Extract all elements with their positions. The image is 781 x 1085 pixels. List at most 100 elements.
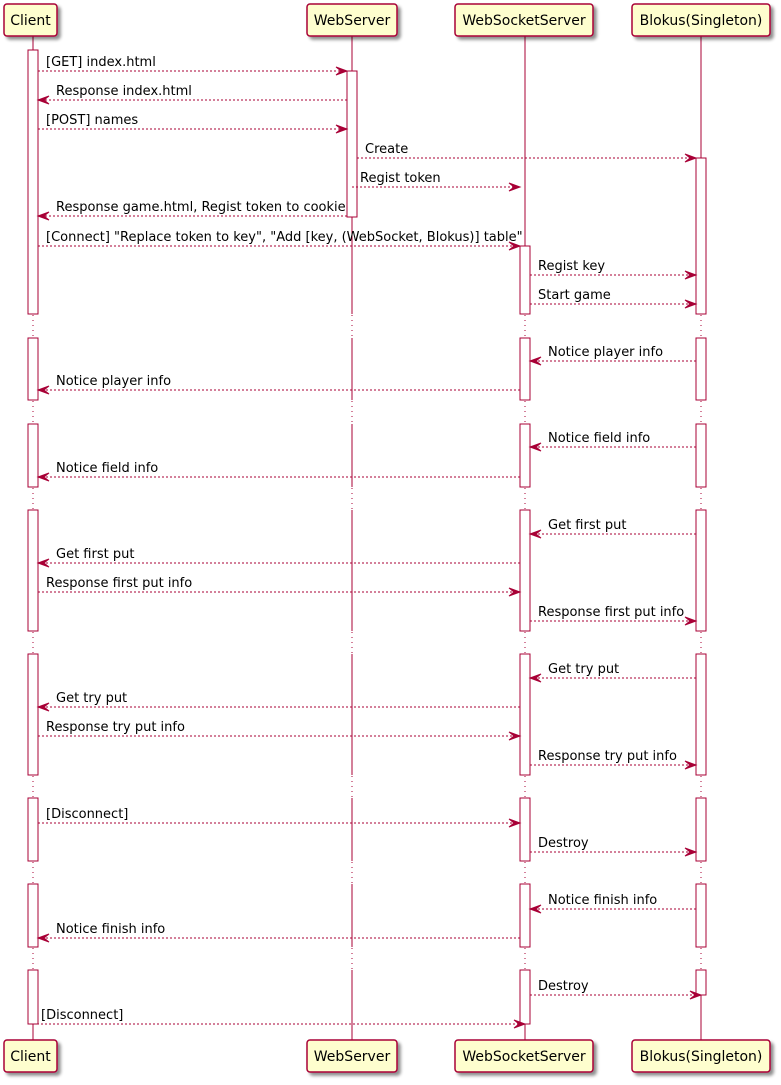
activation-websocketserver (519, 653, 531, 776)
participant-label: WebServer (314, 1049, 391, 1065)
message-label: Response try put info (46, 720, 185, 735)
message: Notice field info (36, 461, 520, 482)
activation-blokus (695, 337, 707, 401)
participant-label: Blokus(Singleton) (640, 13, 763, 29)
message-label: [POST] names (46, 113, 138, 128)
participant-blokus: Blokus(Singleton) (631, 1039, 771, 1073)
arrowhead (36, 933, 50, 943)
participant-label: Blokus(Singleton) (640, 1049, 763, 1065)
message: [Disconnect] (33, 1008, 527, 1029)
message-label: Notice finish info (56, 922, 165, 937)
participant-label: WebSocketServer (462, 13, 586, 29)
message-label: [Connect] "Replace token to key", "Add [… (46, 230, 523, 245)
message: Get first put (36, 547, 520, 568)
activation-blokus (695, 157, 707, 315)
activation-websocketserver (519, 245, 531, 315)
activation-client (27, 337, 39, 401)
participant-label: Client (10, 1049, 51, 1065)
message: Start game (530, 288, 698, 309)
activation-blokus (695, 423, 707, 488)
arrowhead (508, 587, 522, 597)
arrowhead (36, 95, 50, 105)
delay-gap (0, 314, 781, 338)
message-label: Response index.html (56, 84, 192, 99)
message: Get try put (528, 662, 696, 683)
arrowhead (684, 299, 698, 309)
message-label: Response game.html, Regist token to cook… (56, 200, 346, 215)
arrowhead (684, 153, 698, 163)
arrowhead (528, 673, 542, 683)
arrowhead (513, 1019, 527, 1029)
activation-blokus (695, 797, 707, 862)
message-label: Create (365, 142, 408, 157)
message-label: Destroy (538, 979, 589, 994)
activation-websocketserver (519, 969, 531, 1025)
participant-webserver: WebServer (306, 1039, 398, 1073)
delay-gap (0, 947, 781, 970)
participant-blokus: Blokus(Singleton) (631, 3, 771, 37)
activation-blokus (695, 883, 707, 948)
message: Response try put info (530, 749, 698, 770)
message-label: Response first put info (46, 576, 192, 591)
arrowhead (36, 211, 50, 221)
arrowhead (335, 66, 349, 76)
delays (0, 314, 781, 970)
participant-label: WebServer (314, 13, 391, 29)
delay-dots (32, 315, 702, 969)
message-label: Notice player info (56, 374, 171, 389)
activations (27, 49, 707, 1025)
arrowhead (508, 731, 522, 741)
activation-client (27, 423, 39, 488)
activation-client (27, 653, 39, 776)
participant-client: Client (3, 1039, 58, 1073)
message: Notice finish info (36, 922, 520, 943)
message: Notice player info (528, 345, 696, 366)
message: [POST] names (38, 113, 349, 134)
arrowhead (528, 904, 542, 914)
arrowhead (36, 385, 50, 395)
message: Notice player info (36, 374, 520, 395)
activation-client (27, 49, 39, 315)
message-label: Regist key (538, 259, 605, 274)
arrowhead (689, 990, 703, 1000)
activation-client (27, 883, 39, 948)
message-label: Response try put info (538, 749, 677, 764)
arrowhead (36, 558, 50, 568)
activation-client (27, 797, 39, 862)
message: [Connect] "Replace token to key", "Add [… (38, 230, 523, 251)
arrowhead (508, 182, 522, 192)
message: Response first put info (38, 576, 522, 597)
activation-websocketserver (519, 423, 531, 488)
message: Regist token (352, 171, 522, 192)
participants-top: Client WebServer WebSocketServer Blokus(… (3, 3, 771, 37)
message-label: Notice field info (548, 431, 650, 446)
message: Response first put info (530, 605, 698, 626)
participant-label: WebSocketServer (462, 1049, 586, 1065)
message: Notice finish info (528, 893, 696, 914)
activation-blokus (695, 969, 707, 996)
arrowhead (508, 241, 522, 251)
activation-websocketserver (519, 797, 531, 862)
message: Get try put (36, 691, 520, 712)
delay-gap (0, 400, 781, 424)
message: Create (357, 142, 698, 163)
arrowhead (528, 442, 542, 452)
activation-client (27, 969, 39, 1025)
activation-webserver (346, 70, 358, 218)
message-label: Notice finish info (548, 893, 657, 908)
message-label: Start game (538, 288, 611, 303)
participant-websocketserver: WebSocketServer (454, 3, 594, 37)
delay-gap (0, 487, 781, 510)
arrowhead (508, 818, 522, 828)
delay-gap (0, 775, 781, 798)
arrowhead (528, 356, 542, 366)
message: Destroy (530, 836, 698, 857)
message: Response game.html, Regist token to cook… (36, 200, 347, 221)
message-label: [GET] index.html (46, 55, 156, 70)
message-label: Destroy (538, 836, 589, 851)
participant-websocketserver: WebSocketServer (454, 1039, 594, 1073)
participants-bottom: Client WebServer WebSocketServer Blokus(… (3, 1039, 771, 1073)
participant-client: Client (3, 3, 58, 37)
